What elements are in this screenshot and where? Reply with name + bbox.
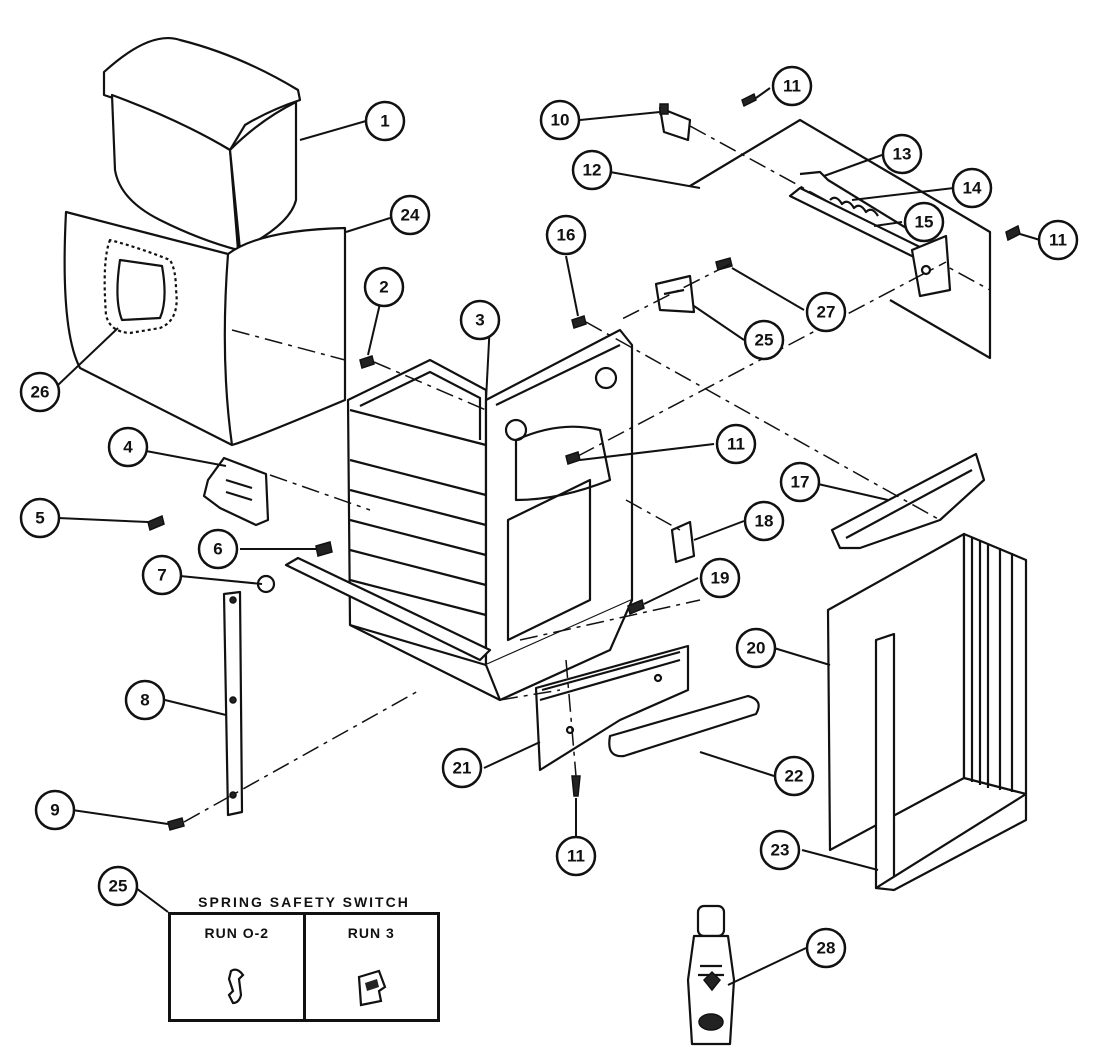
callout-22-label: 22 xyxy=(785,767,804,786)
leader-lines xyxy=(57,87,1041,986)
bracket-18 xyxy=(670,520,696,564)
callout-28: 28 xyxy=(805,927,847,969)
callout-16: 16 xyxy=(545,214,587,256)
legend-col2-label: RUN 3 xyxy=(347,925,395,941)
callout-18-label: 18 xyxy=(755,512,774,531)
callout-25a: 25 xyxy=(743,319,785,361)
callout-16-label: 16 xyxy=(557,226,576,245)
switch-legend-table: RUN O-2 RUN 3 xyxy=(168,912,440,1022)
callout-25b: 25 xyxy=(97,865,139,907)
callout-27: 27 xyxy=(805,291,847,333)
drawer-handle xyxy=(608,694,760,758)
callout-28-label: 28 xyxy=(817,939,836,958)
callout-3-label: 3 xyxy=(475,311,484,330)
switch-run-0-2-icon xyxy=(227,968,245,1005)
callout-9-label: 9 xyxy=(50,801,59,820)
callout-7-label: 7 xyxy=(157,566,166,585)
callout-15: 15 xyxy=(903,201,945,243)
callout-2-label: 2 xyxy=(379,278,388,297)
callout-20-label: 20 xyxy=(747,639,766,658)
callout-9: 9 xyxy=(34,789,76,831)
callout-21: 21 xyxy=(441,747,483,789)
callout-7: 7 xyxy=(141,554,183,596)
callout-22: 22 xyxy=(773,755,815,797)
callout-11a-label: 11 xyxy=(783,77,801,96)
callout-5-label: 5 xyxy=(35,509,44,528)
safety-switch xyxy=(654,274,696,314)
callout-15-label: 15 xyxy=(915,213,934,232)
callout-25a-label: 25 xyxy=(755,331,774,350)
trash-bag xyxy=(102,36,302,252)
legend-cell-run-0-2: RUN O-2 xyxy=(171,915,303,1019)
callout-23: 23 xyxy=(759,829,801,871)
callout-11c-label: 11 xyxy=(727,435,745,454)
callout-4: 4 xyxy=(107,426,149,468)
top-rail xyxy=(830,452,986,550)
callout-19-label: 19 xyxy=(711,569,730,588)
callout-25b-label: 25 xyxy=(109,877,128,896)
callout-14-label: 14 xyxy=(963,179,982,198)
callout-6: 6 xyxy=(197,528,239,570)
paint-bottle xyxy=(686,904,736,1046)
callout-21-label: 21 xyxy=(453,759,472,778)
callout-20: 20 xyxy=(735,627,777,669)
bracket-4 xyxy=(202,456,270,527)
callout-13-label: 13 xyxy=(893,145,912,164)
callout-11b: 11 xyxy=(1037,219,1079,261)
callout-10: 10 xyxy=(539,99,581,141)
container-panel xyxy=(63,210,347,447)
callout-13: 13 xyxy=(881,133,923,175)
assembly-lines xyxy=(183,261,947,823)
callout-8: 8 xyxy=(124,679,166,721)
main-frame xyxy=(346,328,634,702)
callout-11d: 11 xyxy=(555,835,597,877)
callout-11b-label: 11 xyxy=(1049,231,1067,250)
callout-27-label: 27 xyxy=(817,303,836,322)
callout-26: 26 xyxy=(19,371,61,413)
door-panel xyxy=(826,532,1028,892)
callout-24: 24 xyxy=(389,194,431,236)
callout-17: 17 xyxy=(779,461,821,503)
bottom-rail xyxy=(284,556,492,662)
drawer-front xyxy=(534,644,690,772)
callout-17-label: 17 xyxy=(791,473,810,492)
callout-26-label: 26 xyxy=(31,383,50,402)
callout-5: 5 xyxy=(19,497,61,539)
legend-title: SPRING SAFETY SWITCH xyxy=(198,894,410,910)
callout-6-label: 6 xyxy=(213,540,222,559)
legend-cell-run-3: RUN 3 xyxy=(302,915,438,1019)
callout-19: 19 xyxy=(699,557,741,599)
callout-1-label: 1 xyxy=(380,112,389,131)
callout-23-label: 23 xyxy=(771,841,790,860)
callout-3: 3 xyxy=(459,299,501,341)
switch-run-3-icon xyxy=(358,969,387,1007)
callout-24-label: 24 xyxy=(401,206,420,225)
hinge-bracket-10 xyxy=(658,103,692,142)
callout-18: 18 xyxy=(743,500,785,542)
callout-2: 2 xyxy=(363,266,405,308)
callout-8-label: 8 xyxy=(140,691,149,710)
callout-14: 14 xyxy=(951,167,993,209)
callout-10-label: 10 xyxy=(551,111,570,130)
callout-11a: 11 xyxy=(771,65,813,107)
callout-11d-label: 11 xyxy=(567,847,585,866)
callout-11c: 11 xyxy=(715,423,757,465)
legend-col1-label: RUN O-2 xyxy=(204,925,270,941)
side-rail xyxy=(222,590,244,817)
callout-1: 1 xyxy=(364,100,406,142)
screws xyxy=(147,92,1021,831)
callout-12: 12 xyxy=(571,149,613,191)
callout-12-label: 12 xyxy=(583,161,602,180)
callout-4-label: 4 xyxy=(123,438,133,457)
